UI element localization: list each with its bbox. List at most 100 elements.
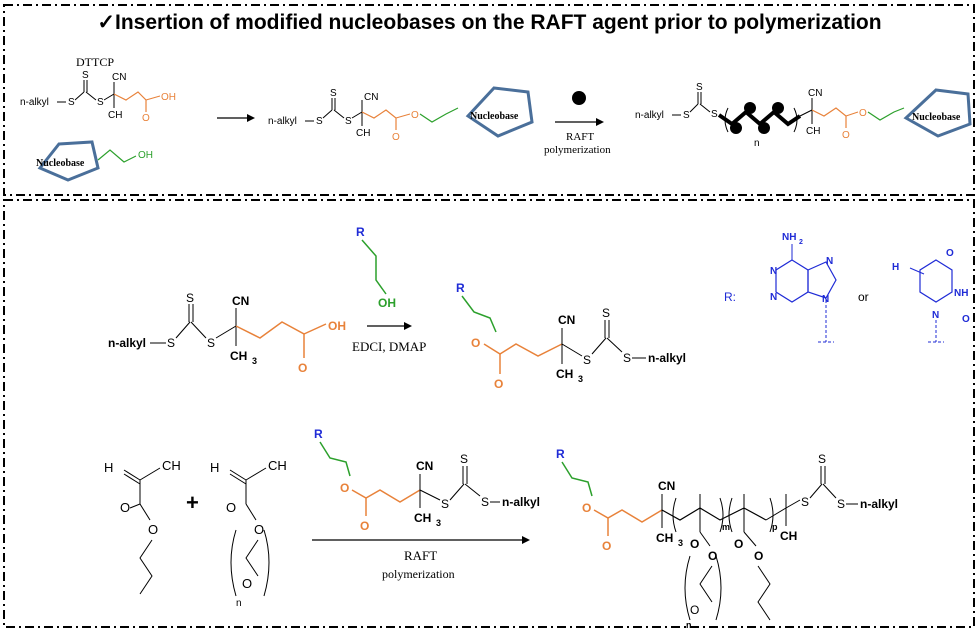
carbonyl-oxygen-label: O [392, 132, 400, 143]
nitrogen-label: N [932, 310, 939, 321]
nucleobase-pentagon-icon [903, 88, 972, 138]
carbonyl-oxygen-label: O [226, 500, 236, 515]
peg-methacrylate: H CH O O O n [210, 458, 287, 609]
sulfur-label: S [711, 109, 718, 120]
methyl-label: CH [108, 110, 122, 121]
sulfur-label: S [683, 110, 690, 121]
amino-label: NH [782, 232, 796, 243]
monomer-dot-icon [572, 91, 586, 105]
dttcp-molecule: DTTCP n-alkyl S S S CN CH OH O [20, 55, 176, 124]
raft-agent-acid: n-alkyl S S S CN CH 3 OH O [108, 291, 346, 375]
repeat-n-label: n [754, 138, 760, 149]
hydroxyl-label: OH [161, 92, 176, 103]
sulfur-label: S [68, 97, 75, 108]
block-copolymer-product: R O O CN CH 3 O O m O O [556, 447, 898, 630]
ether-oxygen-label: O [242, 576, 252, 591]
repeat-p-label: p [772, 522, 778, 532]
methyl-label: CH [806, 126, 820, 137]
r-colon-label: R: [724, 290, 736, 304]
ester-oxygen-label: O [754, 549, 763, 563]
raft-polymerization-step-bottom: RAFT polymerization [312, 536, 530, 581]
monomer-unit-icon [772, 102, 784, 114]
sulfur-label: S [837, 497, 845, 511]
methyl-label: CH [656, 531, 673, 545]
subscript-2-label: 2 [799, 239, 803, 246]
nitrogen-label: N [822, 294, 829, 305]
edci-dmap-label: EDCI, DMAP [352, 339, 426, 354]
top-panel-border [3, 4, 975, 196]
nitrogen-label: N [770, 292, 777, 303]
sulfur-label: S [481, 495, 489, 509]
adenine-structure: NH 2 N N N N [770, 232, 837, 343]
n-alkyl-label: n-alkyl [635, 110, 664, 121]
nucleobase-label: Nucleobase [36, 158, 85, 169]
thione-sulfur-label: S [460, 452, 468, 466]
nucleobase-pentagon-icon [465, 86, 534, 138]
sulfur-label: S [345, 116, 352, 127]
carbonyl-oxygen-label: O [142, 113, 150, 124]
ester-oxygen-label: O [148, 522, 158, 537]
raft-agent-center: R O O CN CH 3 S S S n-alkyl [314, 427, 540, 533]
carbonyl-oxygen-label: O [734, 537, 743, 551]
nitrogen-label: N [826, 256, 833, 267]
ester-oxygen-label: O [340, 481, 349, 495]
polymer-backbone [717, 109, 802, 127]
thione-sulfur-label: S [602, 306, 610, 320]
raft-nucleobase-agent: n-alkyl S S S CN CH O O Nucleobase [268, 86, 534, 143]
methylene-label: H [104, 460, 113, 475]
methyl-label: CH [230, 349, 247, 363]
monomer-unit-icon [744, 102, 756, 114]
r-group-label: R [356, 225, 365, 239]
subscript-3-label: 3 [578, 374, 583, 384]
thione-sulfur-label: S [818, 452, 826, 466]
ester-oxygen-label: O [582, 501, 591, 515]
nucleobase-ethanol: R OH [356, 225, 396, 310]
n-alkyl-label: n-alkyl [268, 116, 297, 127]
nucleobase-label: Nucleobase [470, 111, 519, 122]
raft-polymerization-step: RAFT polymerization [544, 91, 611, 156]
n-alkyl-label: n-alkyl [648, 351, 686, 365]
r-group-label: R [456, 281, 465, 295]
carbonyl-oxygen-label: O [602, 539, 611, 553]
polymerization-label: polymerization [544, 144, 611, 156]
subscript-3-label: 3 [678, 538, 683, 548]
thymine-structure: H O NH O N [892, 248, 970, 343]
cyano-label: CN [658, 479, 675, 493]
carbonyl-oxygen-label: O [120, 500, 130, 515]
r-group-definitions: R: NH 2 N N N N or H O NH O [724, 232, 970, 343]
raft-label: RAFT [404, 548, 437, 563]
repeat-m-label: m [722, 522, 730, 532]
r-group-label: R [556, 447, 565, 461]
sulfur-label: S [207, 336, 215, 350]
repeat-n-label: n [236, 598, 242, 609]
n-alkyl-label: n-alkyl [860, 497, 898, 511]
n-alkyl-label: n-alkyl [502, 495, 540, 509]
sulfur-label: S [97, 97, 104, 108]
carbonyl-oxygen-label: O [962, 314, 970, 325]
sulfur-label: S [441, 497, 449, 511]
thione-sulfur-label: S [696, 82, 703, 93]
nucleobase-label: Nucleobase [912, 112, 961, 123]
r-group-label: R [314, 427, 323, 441]
ester-oxygen-label: O [859, 108, 867, 119]
methyl-label: CH [414, 511, 431, 525]
ester-oxygen-label: O [411, 110, 419, 121]
sulfur-label: S [167, 336, 175, 350]
dttcp-label: DTTCP [76, 55, 114, 69]
subscript-3-label: 3 [252, 356, 257, 366]
page-title: ✓Insertion of modified nucleobases on th… [97, 11, 882, 34]
methyl-h3c-label: H [892, 262, 899, 273]
hydroxyl-label: OH [378, 296, 396, 310]
methyl-label: CH [268, 458, 287, 473]
ester-oxygen-label: O [471, 336, 480, 350]
cyano-label: CN [808, 88, 822, 99]
cyano-label: CN [232, 294, 249, 308]
cyano-label: CN [416, 459, 433, 473]
carbonyl-oxygen-label: O [298, 361, 307, 375]
thione-sulfur-label: S [330, 88, 337, 99]
polymerization-label: polymerization [382, 567, 455, 581]
esterification-step: EDCI, DMAP [352, 322, 426, 354]
carbonyl-oxygen-label: O [690, 537, 699, 551]
monomer-unit-icon [758, 122, 770, 134]
